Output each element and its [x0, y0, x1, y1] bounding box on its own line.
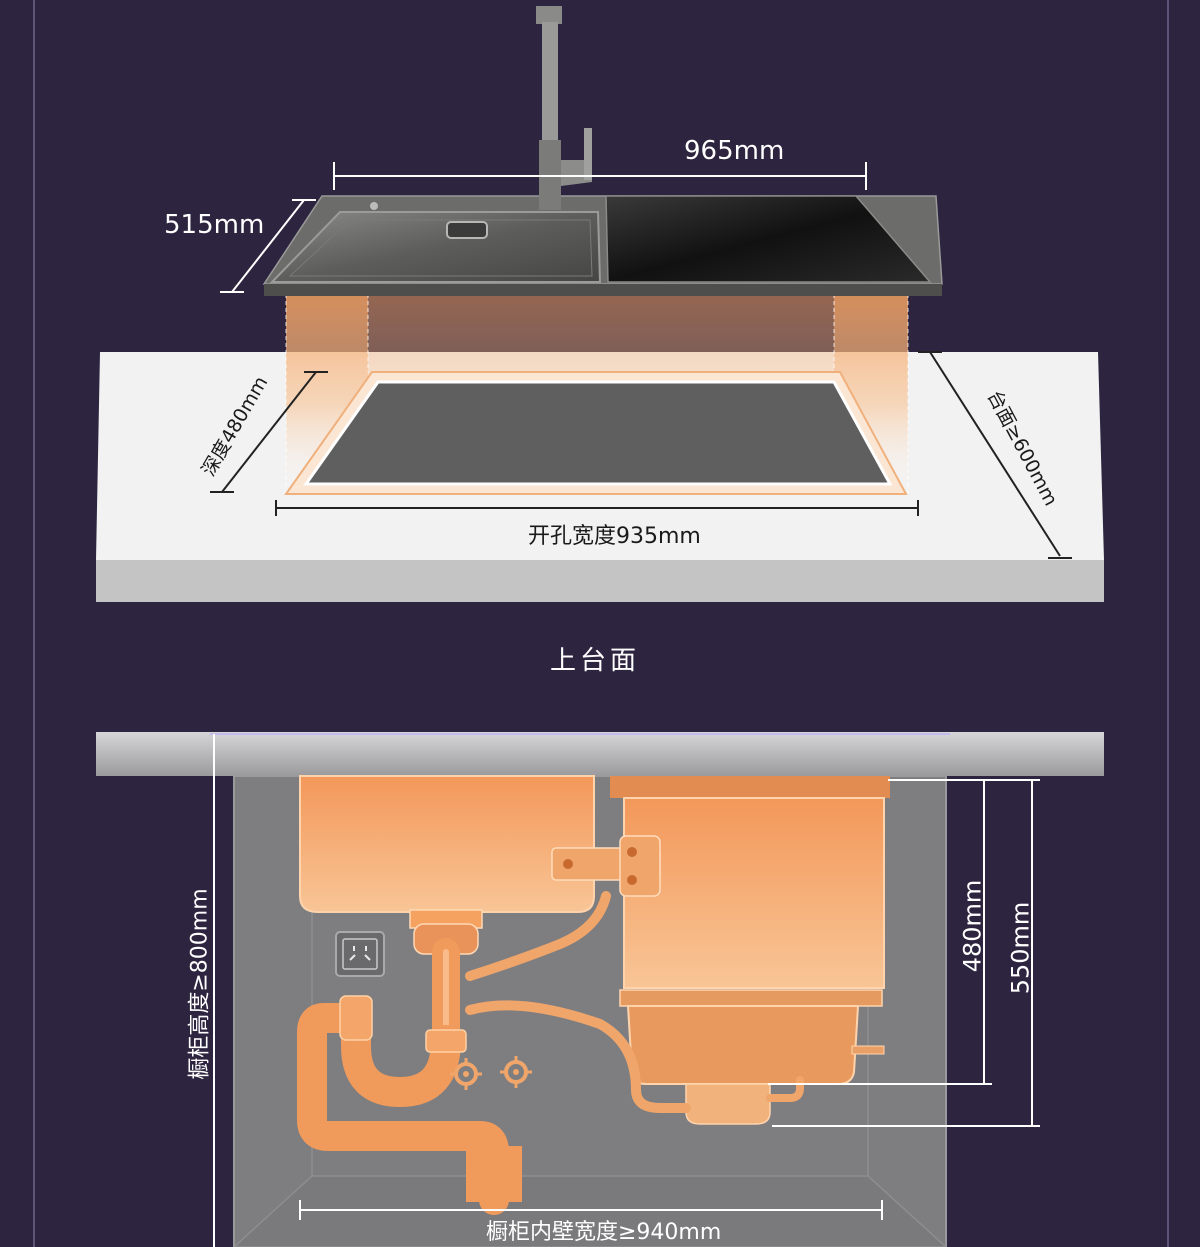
height-480-label: 480mm — [958, 879, 987, 973]
dim-depth-515 — [220, 199, 316, 293]
height-550-label: 550mm — [1006, 901, 1035, 995]
dim-counter-depth — [918, 351, 1072, 559]
section-title: 上台面 — [550, 646, 641, 676]
dim-height-550 — [772, 779, 1040, 1127]
sink-unit — [262, 195, 943, 296]
faucet-icon — [536, 6, 592, 210]
power-outlet-icon — [335, 931, 385, 977]
drain-pipe-icon — [297, 891, 804, 1215]
dim-height-480 — [768, 779, 992, 1085]
water-valve-icon — [450, 1056, 532, 1090]
cutout-width-label: 开孔宽度935mm — [528, 524, 701, 549]
cabinet-height-label: 橱柜高度≥800mm — [187, 888, 213, 1080]
dim-inner-width — [299, 1200, 883, 1220]
dim-cutout-width — [275, 500, 919, 516]
sink-basin-underside — [299, 775, 595, 955]
countertop-cutout — [284, 371, 908, 495]
cabinet — [96, 732, 1104, 1247]
dim-width-965 — [333, 162, 867, 190]
width-965-label: 965mm — [684, 136, 785, 166]
inner-width-label: 橱柜内壁宽度≥940mm — [486, 1220, 722, 1245]
dishwasher-body — [551, 776, 890, 1125]
depth-515-label: 515mm — [164, 210, 265, 240]
dim-cutout-depth — [210, 371, 328, 493]
